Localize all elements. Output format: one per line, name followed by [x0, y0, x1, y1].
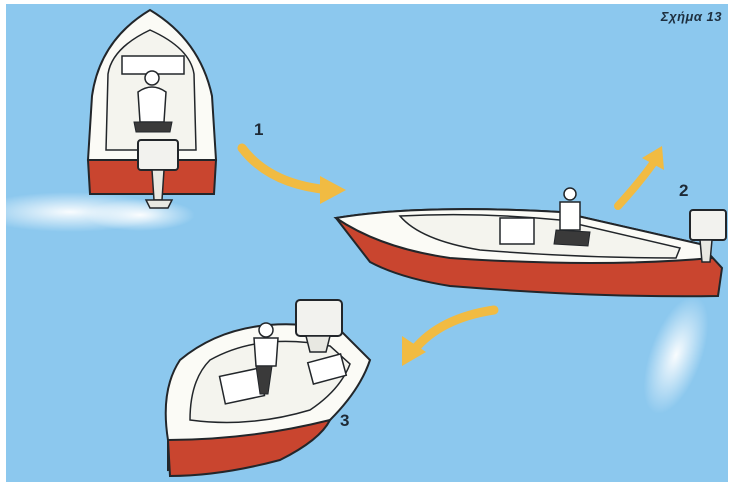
boat-stern-view	[88, 10, 216, 208]
step-3-number: 3	[340, 411, 349, 431]
arrow-2	[618, 162, 654, 206]
figure-label: Σχήμα 13	[661, 9, 722, 24]
step-1-number: 1	[254, 120, 263, 140]
step-2-number: 2	[679, 181, 688, 201]
boat-side-view	[336, 188, 726, 296]
arrow-1	[242, 148, 330, 190]
wake-right	[630, 288, 721, 422]
wake-left-2	[85, 199, 195, 231]
arrow-3	[414, 310, 494, 350]
boat-bow-view	[166, 300, 370, 476]
